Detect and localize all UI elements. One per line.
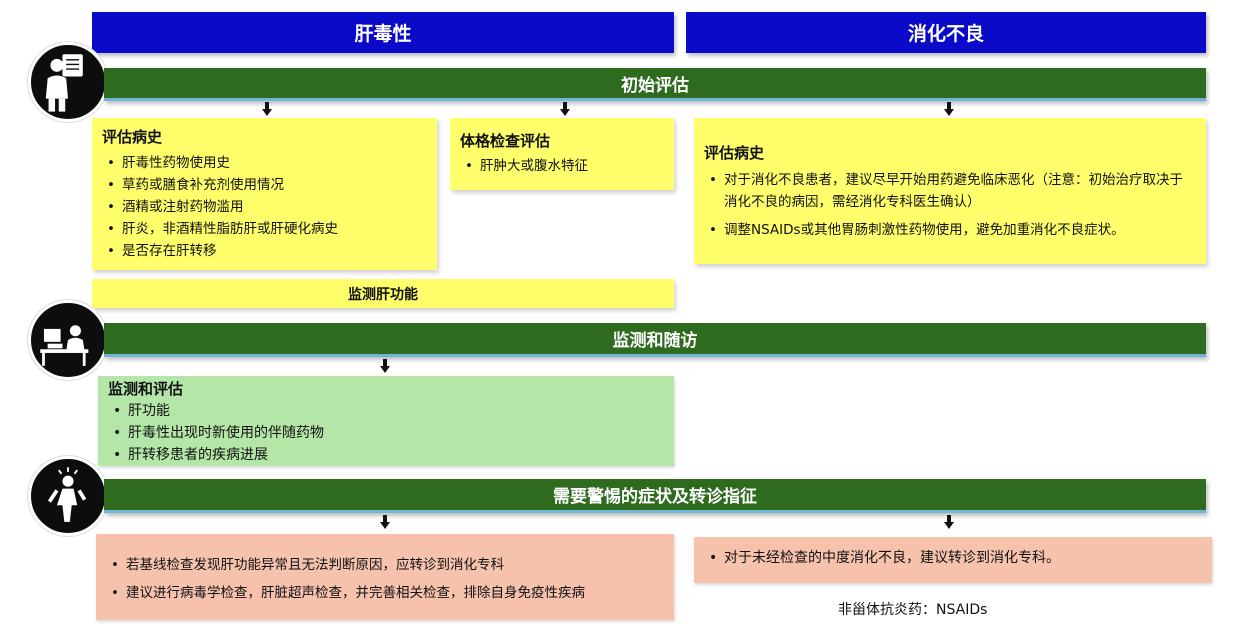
liver-monitor-label: 监测肝功能: [348, 286, 418, 303]
header-dyspepsia-label: 消化不良: [907, 23, 984, 45]
arrow-down-icon: [944, 102, 954, 116]
clipboard-person-icon: [28, 42, 108, 122]
desk-worker-icon: [28, 300, 108, 380]
list-item: 酒精或注射药物滥用: [102, 196, 427, 218]
list-item: 是否存在肝转移: [102, 240, 427, 262]
list-item: 肝炎，非酒精性脂肪肝或肝硬化病史: [102, 218, 427, 240]
list-item: 肝毒性出现时新使用的伴随药物: [108, 422, 664, 444]
arrow-down-icon: [944, 515, 954, 529]
liver-monitor-box: 监测肝功能: [92, 279, 674, 308]
arrow-down-icon: [380, 359, 390, 373]
list-item: 肝毒性药物使用史: [102, 152, 427, 174]
arrow-down-icon: [560, 102, 570, 116]
list-item: 若基线检查发现肝功能异常且无法判断原因，应转诊到消化专科: [106, 554, 664, 576]
bar-monitor-followup: 监测和随访: [104, 323, 1206, 357]
footnote: 非甾体抗炎药：NSAIDs: [838, 602, 988, 618]
list-item: 肝转移患者的疾病进展: [108, 444, 664, 466]
dyspepsia-history-box: 评估病史 对于消化不良患者，建议尽早开始用药避免临床恶化（注意：初始治疗取决于消…: [694, 118, 1206, 264]
monitor-eval-list: 肝功能 肝毒性出现时新使用的伴随药物 肝转移患者的疾病进展: [108, 400, 664, 466]
hepato-exam-list: 肝肿大或腹水特征: [460, 155, 664, 177]
list-item: 调整NSAIDs或其他胃肠刺激性药物使用，避免加重消化不良症状。: [704, 219, 1196, 241]
header-dyspepsia: 消化不良: [686, 12, 1206, 53]
dyspepsia-history-list: 对于消化不良患者，建议尽早开始用药避免临床恶化（注意：初始治疗取决于消化不良的病…: [704, 169, 1196, 241]
hepato-exam-title: 体格检查评估: [460, 132, 551, 150]
monitor-eval-box: 监测和评估 肝功能 肝毒性出现时新使用的伴随药物 肝转移患者的疾病进展: [98, 376, 674, 466]
header-hepatotoxicity-label: 肝毒性: [354, 23, 412, 45]
dyspepsia-history-title: 评估病史: [704, 144, 765, 162]
arrow-down-icon: [380, 515, 390, 529]
list-item: 肝肿大或腹水特征: [460, 155, 664, 177]
bar-initial-assessment: 初始评估: [104, 68, 1206, 101]
hepato-referral-box: 若基线检查发现肝功能异常且无法判断原因，应转诊到消化专科 建议进行病毒学检查，肝…: [96, 534, 674, 620]
bar-initial-assessment-label: 初始评估: [621, 75, 689, 96]
hepato-exam-box: 体格检查评估 肝肿大或腹水特征: [450, 118, 674, 190]
bar-alert-referral: 需要警惕的症状及转诊指征: [104, 479, 1206, 513]
dyspepsia-referral-list: 对于未经检查的中度消化不良，建议转诊到消化专科。: [704, 547, 1202, 569]
hepato-history-title: 评估病史: [102, 128, 163, 146]
list-item: 草药或膳食补充剂使用情况: [102, 174, 427, 196]
hepato-history-box: 评估病史 肝毒性药物使用史 草药或膳食补充剂使用情况 酒精或注射药物滥用 肝炎，…: [92, 118, 437, 270]
list-item: 建议进行病毒学检查，肝脏超声检查，并完善相关检查，排除自身免疫性疾病: [106, 582, 664, 604]
bar-alert-referral-label: 需要警惕的症状及转诊指征: [553, 487, 757, 507]
header-hepatotoxicity: 肝毒性: [92, 12, 674, 53]
arrow-down-icon: [262, 102, 272, 116]
alert-person-icon: [28, 456, 108, 536]
list-item: 对于消化不良患者，建议尽早开始用药避免临床恶化（注意：初始治疗取决于消化不良的病…: [704, 169, 1196, 213]
hepato-history-list: 肝毒性药物使用史 草药或膳食补充剂使用情况 酒精或注射药物滥用 肝炎，非酒精性脂…: [102, 152, 427, 262]
hepato-referral-list: 若基线检查发现肝功能异常且无法判断原因，应转诊到消化专科 建议进行病毒学检查，肝…: [106, 554, 664, 604]
monitor-eval-title: 监测和评估: [108, 380, 184, 398]
dyspepsia-referral-box: 对于未经检查的中度消化不良，建议转诊到消化专科。: [694, 537, 1212, 583]
list-item: 肝功能: [108, 400, 664, 422]
bar-monitor-followup-label: 监测和随访: [612, 331, 698, 351]
list-item: 对于未经检查的中度消化不良，建议转诊到消化专科。: [704, 547, 1202, 569]
